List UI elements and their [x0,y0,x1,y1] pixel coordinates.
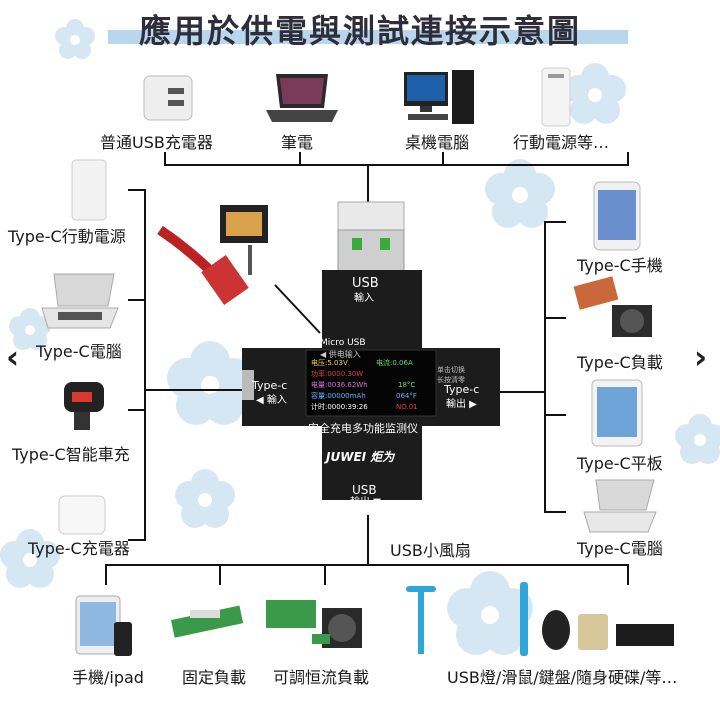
label-usb-peripherals: USB燈/滑鼠/鍵盤/隨身硬碟/等… [447,668,678,687]
title-highlight [108,30,628,44]
laptop-image [266,74,338,122]
peripherals-image [542,610,674,650]
usb-out-sub: 輸出 ▼ [350,497,381,508]
screen-power: 功率:0000.30W [311,370,364,378]
screen-temp-f: 064°F [396,392,417,400]
micro-usb-label: Micro USB [320,338,366,348]
flower-icon [485,159,555,228]
label-fixed-load: 固定負載 [182,668,247,687]
screen-group: NO.01 [396,403,418,411]
flower-icon [564,63,626,124]
label-typec-power-bank: Type-C行動電源 [8,227,126,246]
label-laptop: 筆電 [281,133,314,152]
side-button-label-2: 长按清零 [437,376,465,384]
device-brand: JUWEI 炬为 [326,450,395,464]
usb-tester-device [242,201,500,500]
label-typec-phone: Type-C手機 [577,256,663,275]
flower-icon [447,571,533,655]
typec-out-sub: 輸出 ▶ [446,399,477,410]
desktop-pc-image [404,70,474,124]
typec-in-sub: ◀ 輸入 [256,395,287,406]
label-usb-fan: USB小風扇 [390,541,471,560]
side-button-label-1: 单击切换 [437,366,465,374]
label-phone-ipad: 手機/ipad [72,668,144,687]
typec-power-bank-image [71,159,107,221]
screen-current: 电流:0.06A [376,359,413,367]
device-tagline: 安全充电多功能监测仪 [308,422,418,435]
phone-ipad-image [75,595,132,656]
label-car-charger: Type-C智能車充 [12,445,130,464]
typec-laptop-image [41,273,119,329]
usb-light-image [520,582,528,656]
label-usb-charger: 普通USB充電器 [100,133,213,152]
typec-phone-image [593,181,641,251]
flower-icon [0,529,60,588]
usb-charger-image [143,75,193,121]
screen-timer: 计时:0000:39:26 [311,403,368,411]
prev-arrow-icon[interactable]: ‹ [6,338,20,376]
usb-fan-image [406,586,436,654]
label-power-bank: 行動電源等… [513,133,610,152]
label-desktop-pc: 桌機電腦 [405,133,470,152]
screen-capacity: 容量:00000mAh [311,392,366,400]
usb-out-label: USB [352,483,377,497]
usb-in-sub: 輸入 [354,293,374,304]
flower-icon [175,469,235,528]
label-typec-tablet: Type-C平板 [577,454,663,473]
label-typec-laptop: Type-C電腦 [36,342,122,361]
typec-in-label: Type-c [252,379,288,392]
screen-temp-c: 18°C [398,381,416,389]
typec-tablet-image [591,379,643,447]
flower-icon [9,308,51,350]
car-charger-image [64,382,104,430]
micro-usb-sub: ◀ 供电输入 [320,350,361,359]
power-bank-image [541,67,571,127]
label-typec-computer: Type-C電腦 [577,539,663,558]
fixed-load-image [170,605,244,638]
adjustable-load-image [266,600,362,648]
page-title: 應用於供電與測試連接示意圖 [138,12,581,50]
screen-energy: 电量:0036.62Wh [311,381,368,389]
flower-icon [55,19,95,59]
typec-charger-image [58,495,106,535]
typec-out-label: Type-c [444,383,480,396]
next-arrow-icon[interactable]: › [694,338,708,376]
label-adjustable-load: 可調恒流負載 [273,668,370,687]
cables-image [157,205,268,305]
screen-voltage: 电压:5.03V [311,359,348,367]
typec-load-image [573,276,652,337]
label-typec-charger: Type-C充電器 [28,539,130,558]
label-typec-load: Type-C負載 [577,353,663,372]
typec-computer-image [583,479,657,533]
usb-in-label: USB [352,276,379,291]
flower-icon [675,414,720,464]
